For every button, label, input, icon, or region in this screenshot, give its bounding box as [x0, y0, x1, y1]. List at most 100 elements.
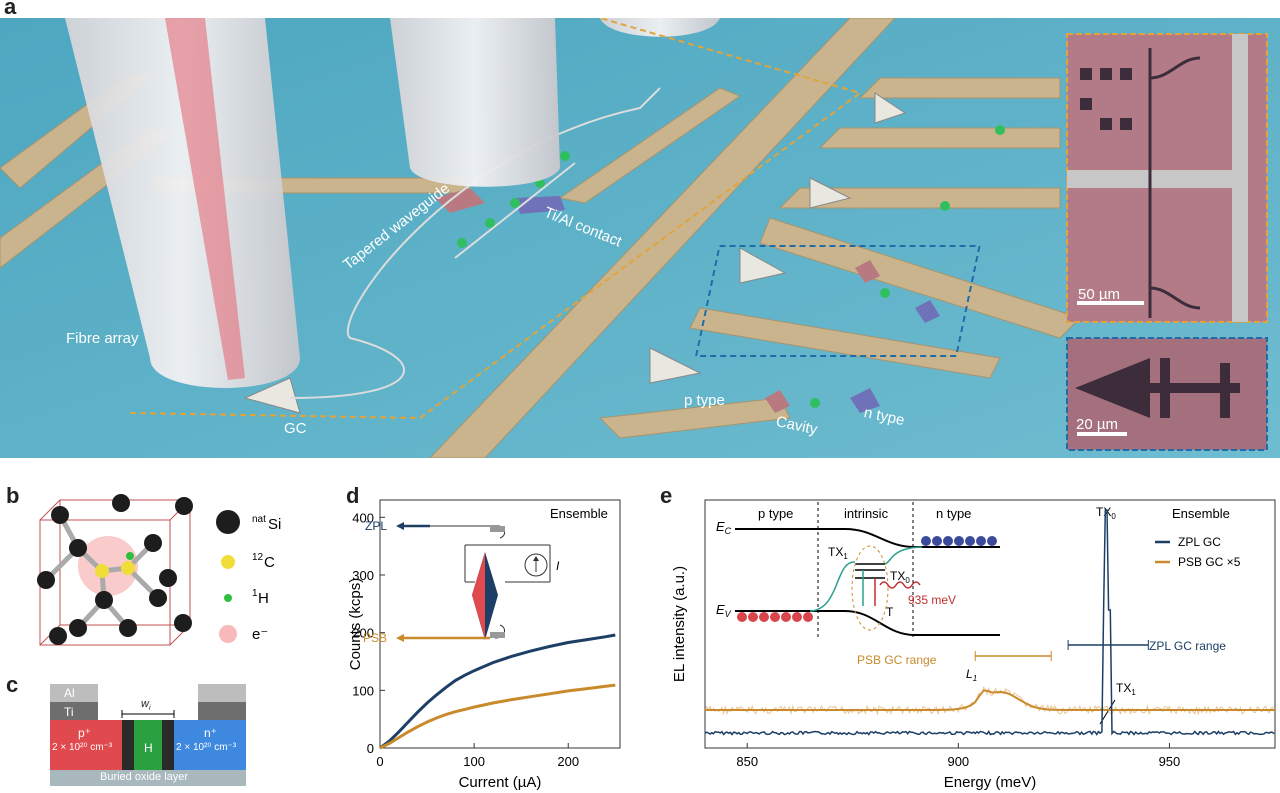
scale-bar-2: [1077, 432, 1127, 436]
e-tx0-level: TX0: [890, 569, 910, 585]
grating-coupler: [809, 177, 852, 209]
hole: [803, 612, 813, 622]
grating-coupler: [874, 92, 907, 124]
defect-dot: [810, 398, 820, 408]
electron: [987, 536, 997, 546]
d-xtick-label: 0: [376, 754, 383, 769]
d-ytick-label: 300: [352, 568, 374, 583]
e-energy: 935 meV: [908, 593, 956, 607]
p-contact: [765, 390, 790, 413]
hole: [759, 612, 769, 622]
metal-line: [558, 87, 742, 204]
electron: [965, 536, 975, 546]
d-ylabel: Counts (kcps): [347, 578, 364, 671]
h-label: H: [144, 741, 153, 755]
n-contact: [850, 388, 880, 413]
band-diagram: [735, 502, 1000, 640]
e-xtick-label: 900: [947, 754, 969, 769]
holes: [737, 612, 813, 622]
panel-label-a: a: [4, 0, 17, 19]
label-fibre-array: Fibre array: [66, 330, 139, 347]
e-n-type: n type: [936, 506, 971, 521]
panel-label-e: e: [660, 483, 673, 508]
e-tx0-peak-label: TX0: [1096, 505, 1116, 521]
hole: [781, 612, 791, 622]
defect-dot: [880, 288, 890, 298]
metal-line: [858, 77, 1061, 99]
metal-line: [759, 217, 1081, 339]
hole: [770, 612, 780, 622]
hole: [792, 612, 802, 622]
crystal-structure: [37, 494, 193, 646]
e-psb-range-label: PSB GC range: [857, 653, 937, 667]
ti-label: Ti: [64, 705, 74, 719]
metal-line: [689, 307, 1001, 379]
fibre-array: [65, 18, 300, 388]
fibre-core: [165, 18, 245, 380]
electron: [976, 536, 986, 546]
inset-1-detail: [1067, 34, 1248, 322]
box-label: Buried oxide layer: [100, 771, 189, 783]
e-ensemble: Ensemble: [1172, 506, 1230, 521]
electron-cloud: [78, 536, 138, 596]
d-xlabel: Current (µA): [459, 774, 542, 791]
e-ec: EC: [716, 519, 732, 536]
defect-dot: [995, 125, 1005, 135]
e-zpl-range-label: ZPL GC range: [1149, 639, 1226, 653]
p-label: p⁺: [78, 726, 92, 740]
p-conc-label: 2 × 10²⁰ cm⁻³: [52, 742, 113, 753]
legend-c-pre: 12: [252, 552, 264, 563]
e-tx1-level: TX1: [828, 545, 848, 561]
e-legend-zpl: ZPL GC: [1178, 535, 1221, 549]
d-zpl-label: ZPL: [365, 519, 387, 533]
fibre-array: [600, 18, 720, 37]
al-label: Al: [64, 686, 75, 700]
electron: [921, 536, 931, 546]
e-series-zpl: [704, 509, 1275, 736]
scale-bar-1: [1077, 301, 1144, 305]
p-contact: [855, 260, 880, 283]
e-p-type: p type: [758, 506, 793, 521]
d-xtick-label: 100: [463, 754, 485, 769]
electrons: [921, 536, 997, 546]
e-intrinsic: intrinsic: [844, 506, 889, 521]
crystal-legend: nat Si 12 C 1 H e⁻: [216, 510, 281, 643]
d-inset-diagram: [396, 522, 551, 642]
metal-line: [598, 397, 791, 439]
e-xtick-label: 850: [736, 754, 758, 769]
hole: [748, 612, 758, 622]
n-label: n⁺: [204, 726, 218, 740]
legend-h-pre: 1: [252, 588, 258, 599]
electron: [954, 536, 964, 546]
panel-label-d: d: [346, 483, 360, 508]
e-tx1-peak-label: TX1: [1116, 681, 1136, 697]
n-contact: [915, 300, 940, 323]
scale-label-2: 20 µm: [1076, 416, 1118, 433]
e-xtick-label: 950: [1159, 754, 1181, 769]
p-contact: [435, 188, 485, 213]
d-ensemble: Ensemble: [550, 506, 608, 521]
e-legend: [1155, 540, 1170, 564]
scale-label-1: 50 µm: [1078, 286, 1120, 303]
e-legend-psb: PSB GC ×5: [1178, 555, 1241, 569]
defect-dot: [510, 198, 520, 208]
electron: [932, 536, 942, 546]
defect-dot: [940, 201, 950, 211]
n-conc-label: 2 × 10²⁰ cm⁻³: [176, 742, 237, 753]
e-t-level: T: [886, 605, 894, 619]
e-l1-label: L1: [966, 667, 977, 683]
inset-2-detail: [1075, 358, 1240, 418]
metal-line: [778, 187, 1061, 209]
e-xlabel: Energy (meV): [944, 774, 1037, 791]
metal-line: [818, 127, 1061, 149]
d-ytick-label: 100: [352, 683, 374, 698]
hole: [737, 612, 747, 622]
highlight-box: [694, 245, 981, 357]
d-series-zpl: [379, 633, 616, 750]
fibre-array: [390, 18, 560, 187]
e-series-psb: [705, 689, 1275, 711]
defect-dot: [457, 238, 467, 248]
defect-dot: [560, 151, 570, 161]
